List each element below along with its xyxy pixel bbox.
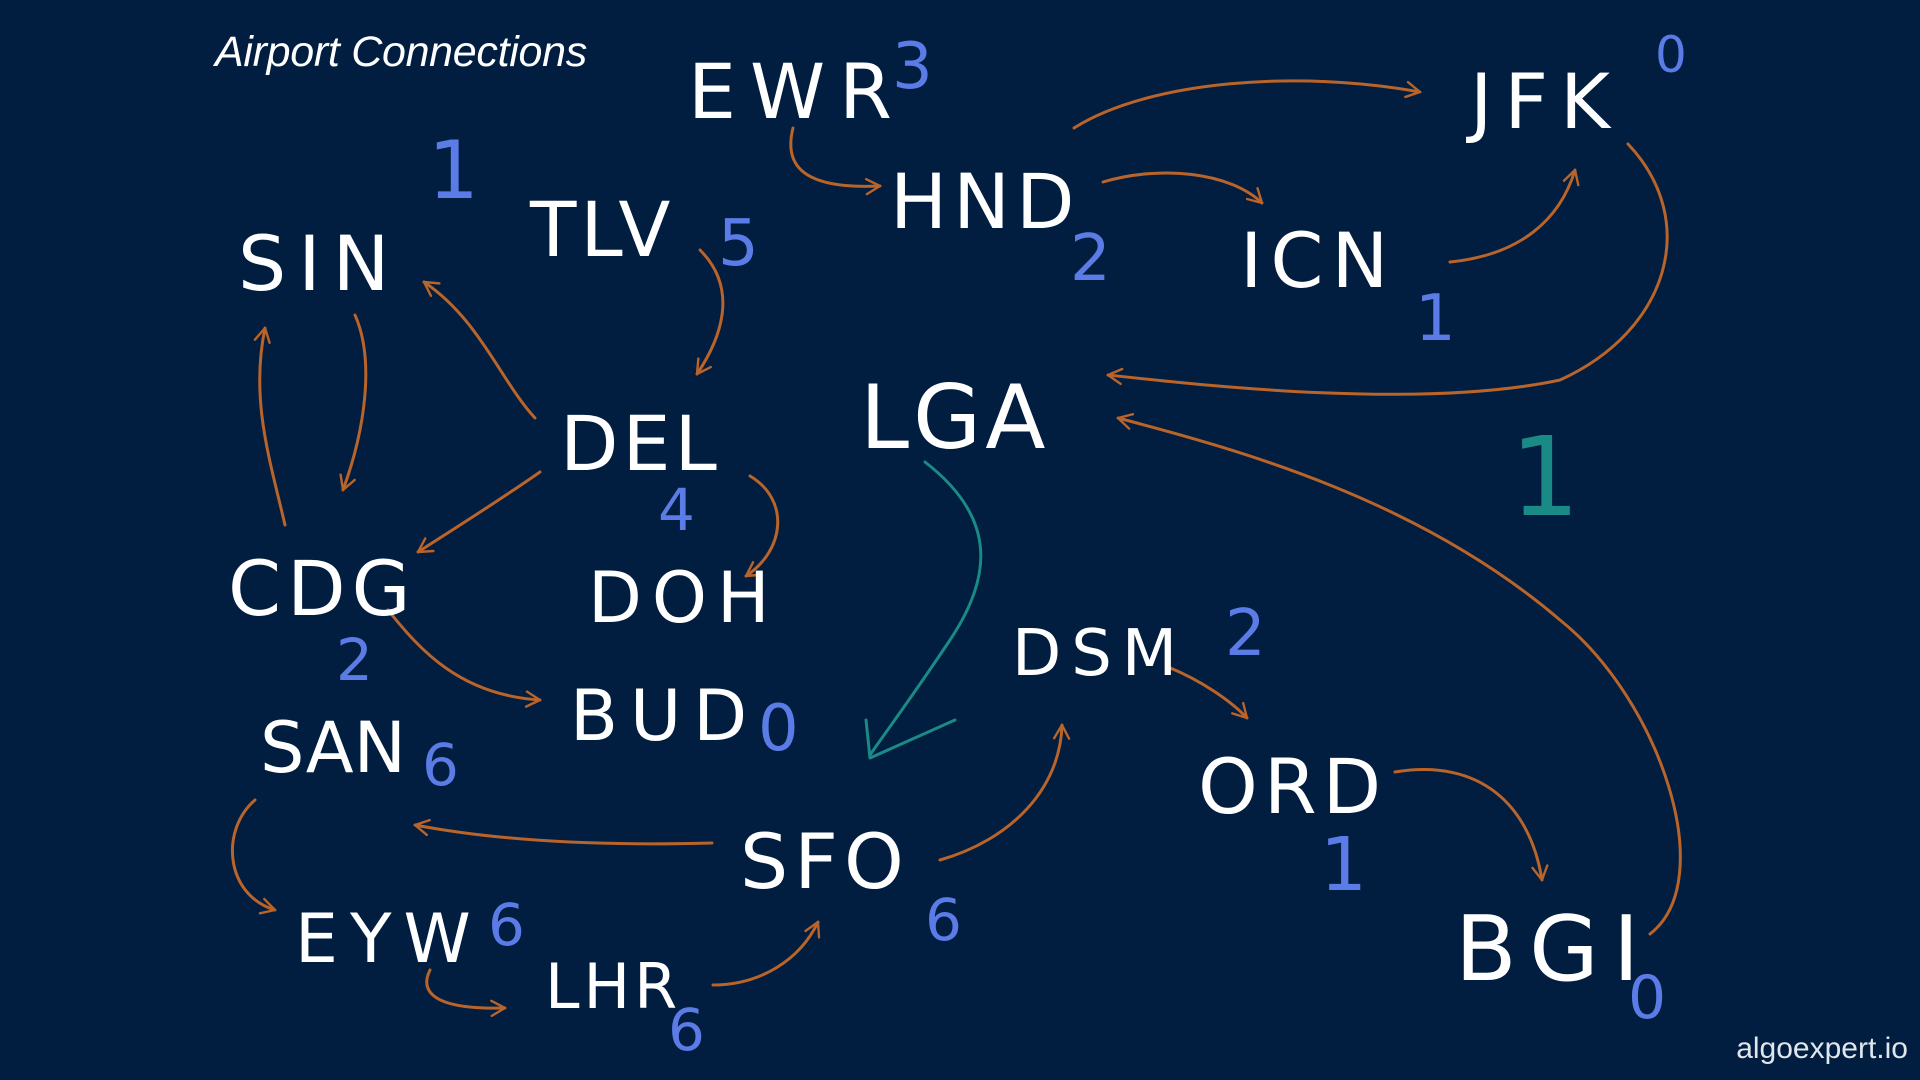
edge-HND-ICN — [1101, 171, 1264, 205]
airport-SFO: SFO — [740, 817, 910, 906]
airport-BGI: BGI — [1455, 897, 1653, 1002]
airport-DOH: DOH — [588, 557, 780, 639]
count-ORD: 1 — [1320, 822, 1367, 908]
edge-EYW-LHR — [425, 968, 507, 1018]
edge-EWR-HND — [789, 126, 882, 196]
edge-TLV-DEL — [695, 248, 725, 376]
edge-CDG-BUD — [386, 608, 542, 708]
highlight-label: 1 — [1510, 413, 1580, 541]
brand-watermark: algoexpert.io — [1736, 1032, 1908, 1065]
edge-DEL-CDG — [416, 470, 542, 554]
count-HND: 2 — [1070, 222, 1111, 296]
airport-CDG: CDG — [228, 544, 416, 633]
edge-SFO-SAN — [413, 818, 714, 846]
count-EYW: 6 — [488, 891, 525, 959]
edge-JFK-LGA — [1106, 142, 1669, 396]
edge-CDG-SIN — [253, 326, 287, 527]
edge-DEL-SIN — [422, 280, 537, 420]
airport-LHR: LHR — [545, 950, 681, 1023]
diagram-title: Airport Connections — [215, 28, 587, 76]
highlight-edge-LGA-SFO — [868, 460, 983, 757]
airport-BUD: BUD — [570, 675, 759, 757]
airport-ORD: ORD — [1198, 742, 1387, 831]
count-EWR: 3 — [892, 30, 933, 104]
airport-ICN: ICN — [1240, 216, 1396, 305]
airport-HND: HND — [890, 157, 1081, 246]
count-CDG: 2 — [336, 626, 373, 694]
count-DSM: 2 — [1225, 597, 1266, 671]
airport-DSM: DSM — [1012, 617, 1187, 691]
count-SAN: 6 — [422, 731, 459, 799]
airport-DEL: DEL — [560, 399, 721, 488]
count-DEL: 4 — [658, 476, 695, 544]
count-BGI: 0 — [1628, 963, 1666, 1033]
edge-HND-JFK — [1072, 79, 1422, 130]
edge-SAN-EYW — [231, 798, 277, 915]
airport-SIN: SIN — [238, 219, 402, 308]
edge-SFO-DSM — [938, 723, 1071, 862]
edge-BGI-LGA — [1116, 412, 1682, 936]
edge-DSM-ORD — [1166, 665, 1249, 720]
airport-LGA: LGA — [860, 366, 1049, 469]
count-SFO: 6 — [925, 886, 962, 954]
edge-SIN-CDG — [339, 313, 368, 492]
count-TLV: 5 — [718, 207, 759, 281]
airport-TLV: TLV — [529, 185, 674, 274]
airport-EWR: EWR — [688, 47, 906, 136]
count-ICN: 1 — [1415, 282, 1456, 356]
airport-SAN: SAN — [260, 707, 406, 789]
count-LHR: 6 — [668, 996, 705, 1064]
edge-DEL-DOH — [744, 474, 780, 578]
count-BUD: 0 — [758, 692, 799, 766]
count-SIN: 1 — [428, 124, 479, 217]
highlight-arrowhead — [864, 718, 957, 760]
count-JFK: 0 — [1655, 26, 1687, 84]
airport-JFK: JFK — [1466, 57, 1622, 146]
edge-LHR-SFO — [711, 920, 821, 987]
airport-EYW: EYW — [295, 900, 483, 979]
edge-ICN-JFK — [1448, 168, 1580, 264]
edge-ORD-BGI — [1393, 768, 1549, 882]
